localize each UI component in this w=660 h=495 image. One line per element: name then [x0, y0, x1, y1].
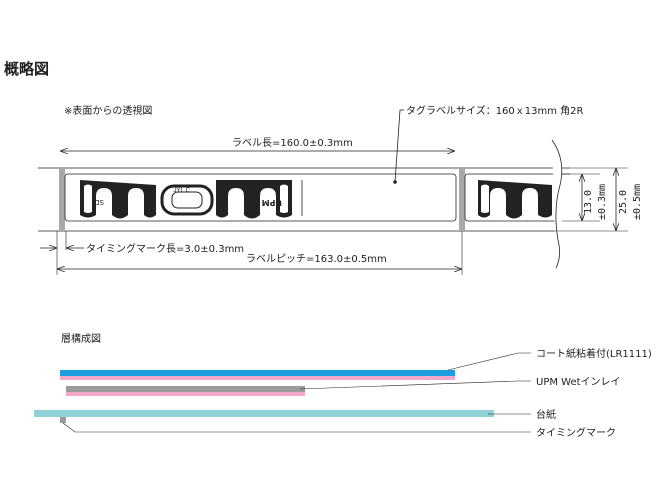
liner-width-value: 25.0: [618, 190, 629, 214]
inlay-logo-text: UPM: [262, 198, 282, 207]
layer-label-coated-paper: コート紙粘着付(LR1111): [536, 347, 652, 360]
layer-timing-mark: [60, 417, 66, 423]
leader-timing-mark: [62, 422, 531, 433]
layer-liner: [34, 410, 494, 417]
perspective-note: ※表面からの透視図: [64, 104, 152, 117]
label-pitch-text: ラベルピッチ=163.0±0.5mm: [246, 253, 387, 265]
layer-coated-paper-adhesive: [60, 376, 455, 380]
leader-coated-paper: [447, 352, 531, 371]
layer-structure-title: 層構成図: [61, 332, 101, 345]
tag-label-2: [464, 173, 570, 222]
tag-label-leader: [394, 109, 404, 183]
rfid-inlay-1: [80, 180, 303, 219]
inlay-height-tolerance: ±0.3mm: [597, 184, 608, 220]
leader-inlay: [299, 380, 531, 390]
inlay-height-value: 13.0: [583, 190, 594, 214]
inlay-center-text: ᒧYL C: [173, 187, 190, 194]
layer-inlay: [66, 386, 305, 392]
layer-label-liner: 台紙: [536, 408, 556, 421]
timing-mark-length-text: タイミングマーク長=3.0±0.3mm: [86, 242, 244, 255]
layer-coated-paper: [60, 370, 455, 376]
label-length-text: ラベル長=160.0±0.3mm: [232, 137, 353, 149]
tag-label-size-text: タグラベルサイズ：160ｘ13mm 角2R: [406, 104, 584, 117]
layer-label-inlay: UPM Wetインレイ: [536, 377, 621, 388]
rfid-inlay-2: [478, 180, 552, 219]
inlay-chip-text: SD: [94, 198, 104, 206]
tag-label-leader-dot: [393, 180, 397, 184]
layer-inlay-adhesive: [66, 392, 305, 396]
tag-label-1: [64, 173, 457, 222]
timing-mark-1: [59, 168, 65, 231]
liner-width-tolerance: ±0.5mm: [632, 184, 643, 220]
timing-mark-2: [459, 168, 465, 231]
page-title: 概略図: [4, 60, 49, 78]
break-line: [551, 139, 563, 269]
layer-label-timing-mark: タイミングマーク: [536, 426, 616, 439]
